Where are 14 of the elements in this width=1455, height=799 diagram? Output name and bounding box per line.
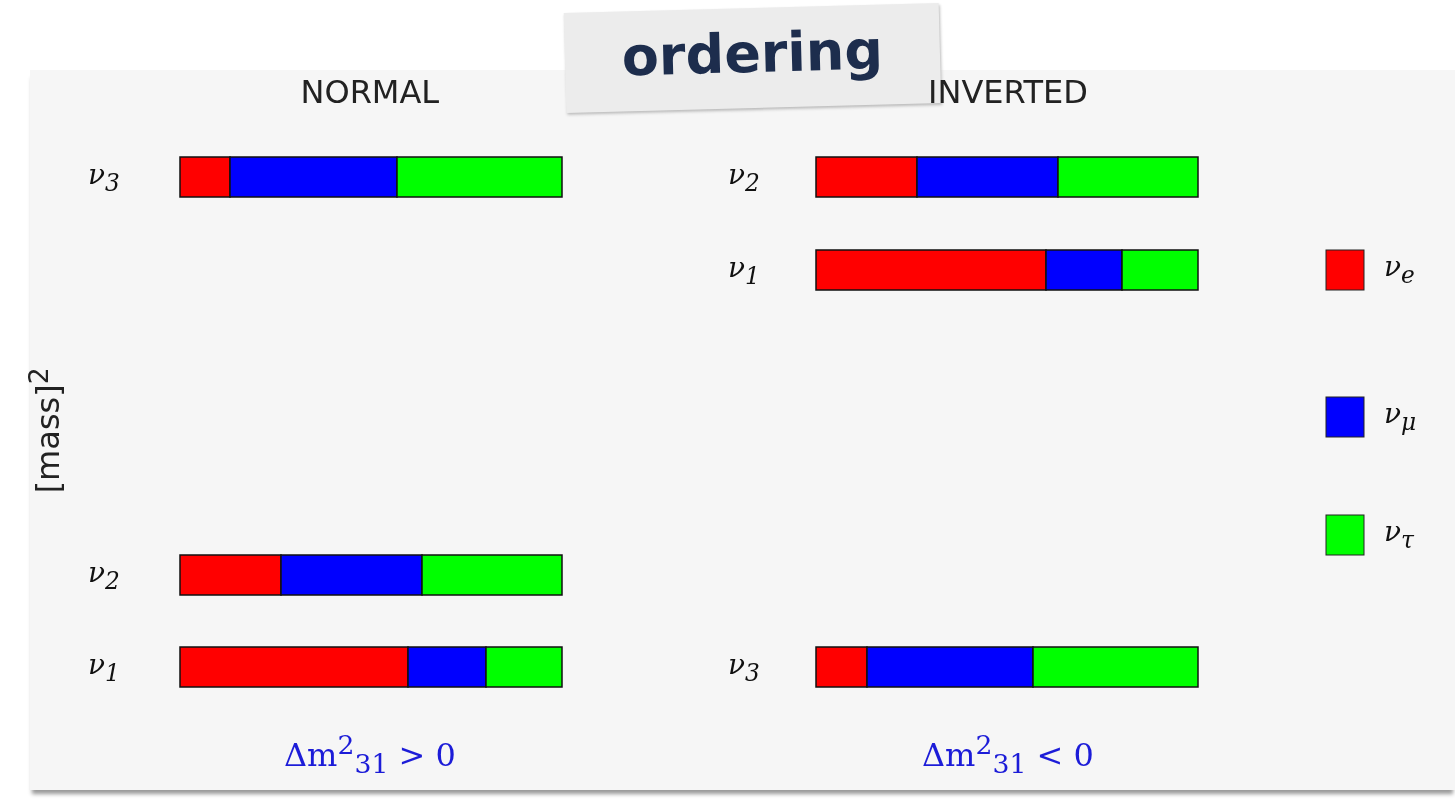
legend-label: ν$_{μ}$: [1384, 400, 1417, 434]
state-label: ν$_{2}$: [88, 559, 120, 593]
state-label: ν$_{1}$: [728, 254, 760, 288]
mass-splitting-label: Δm$^{2}$$_{31}$ > 0: [284, 732, 456, 778]
mass-splitting-label: Δm$^{2}$$_{31}$ < 0: [922, 732, 1094, 778]
column-heading: NORMAL: [300, 76, 440, 108]
state-label: ν$_{1}$: [88, 651, 120, 685]
state-label: ν$_{2}$: [728, 161, 760, 195]
column-heading: INVERTED: [928, 76, 1088, 108]
legend-label: ν$_{e}$: [1384, 253, 1415, 287]
title: ordering: [620, 17, 885, 90]
state-label: ν$_{3}$: [728, 651, 760, 685]
legend-label: ν$_{τ}$: [1384, 518, 1414, 552]
state-label: ν$_{3}$: [88, 161, 120, 195]
